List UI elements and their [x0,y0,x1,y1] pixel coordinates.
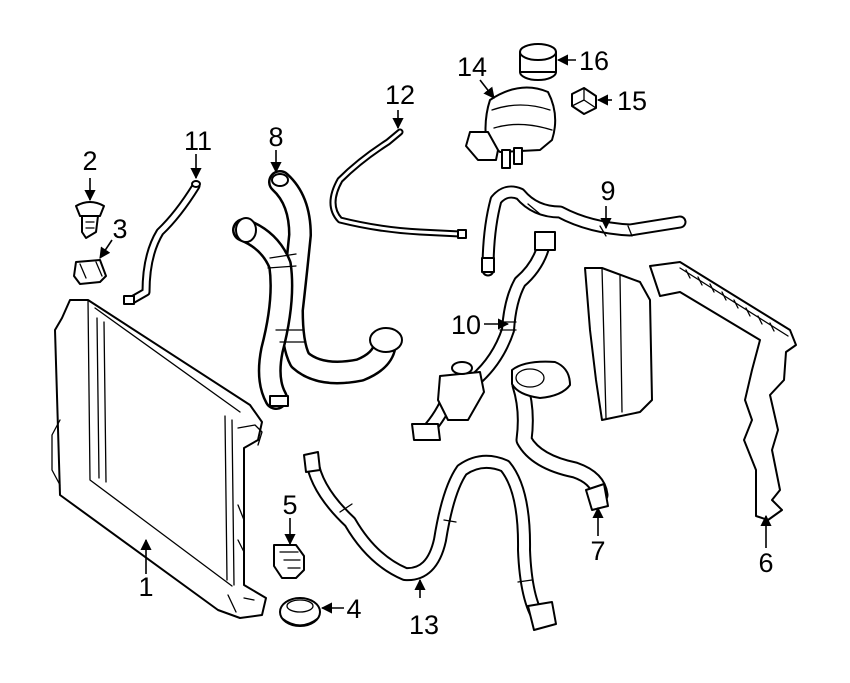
callout-15: 15 [617,86,647,116]
callout-1: 1 [138,572,153,602]
sensor [273,544,305,579]
leader-lines [84,54,772,614]
callout-10: 10 [451,310,481,340]
callout-14: 14 [457,52,487,82]
callout-6: 6 [758,548,773,578]
callout-11: 11 [184,126,212,156]
air-guide [584,261,797,521]
callout-5: 5 [282,490,297,520]
callout-9: 9 [600,176,615,206]
callout-4: 4 [346,594,361,624]
callout-2: 2 [82,146,97,176]
vent-hose [123,180,201,305]
callout-12: 12 [385,80,415,110]
rubber-mount [73,259,107,285]
callout-16: 16 [579,46,609,76]
callout-13: 13 [409,610,439,640]
callout-7: 7 [590,536,605,566]
long-hose [303,451,557,631]
hose-10 [411,231,556,441]
lower-hose [511,360,609,511]
callout-8: 8 [268,122,283,152]
cap [279,597,321,627]
callout-3: 3 [112,214,127,244]
push-clip [75,201,105,239]
callout-labels: 1 2 3 4 5 6 7 8 9 10 11 12 13 14 15 16 [82,46,773,640]
overflow-line [329,128,467,239]
reservoir-cap [519,43,557,81]
upper-hose [232,170,403,410]
expansion-tank [465,86,557,169]
hose-9 [481,185,687,277]
radiator [51,299,267,619]
nut [571,87,597,115]
